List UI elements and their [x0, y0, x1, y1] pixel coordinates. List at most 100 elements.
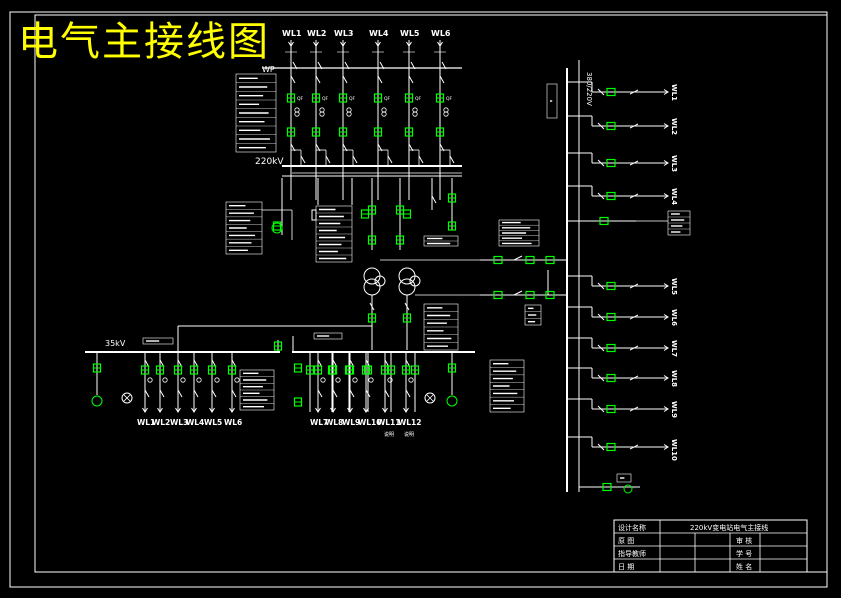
lv-feeder-label: WL9 [670, 401, 678, 418]
tag: QF [384, 96, 391, 102]
mv-line-isolator [317, 389, 323, 398]
tb-student-no: 学 号 [736, 549, 752, 558]
drawing-title: 电气主接线图 [18, 19, 270, 65]
tag: QF [446, 96, 453, 102]
feeder-220-label: WL5 [400, 29, 420, 38]
bus-isolator-2 [352, 155, 358, 164]
lv-feeder-arrow [663, 283, 669, 289]
lv-feeder-label: WL4 [670, 188, 678, 205]
feeder-220-arrow [340, 41, 346, 47]
line-isolator [342, 75, 348, 84]
lv-feeder-label: WL5 [670, 278, 678, 295]
lv-feeder-breaker [606, 281, 616, 291]
hv-info-table [235, 73, 277, 153]
lv-pt-breaker [602, 482, 612, 492]
lv-switch [629, 89, 639, 95]
lv-feeder-arrow [663, 160, 669, 166]
mv-feeder-arrow [191, 407, 197, 413]
lv-isolator [369, 302, 375, 311]
feeder-220-arrow [406, 41, 412, 47]
feeder-220-label: WL3 [334, 29, 354, 38]
mv-line-isolator [144, 389, 150, 398]
mv-feeder-label: WL7 [310, 418, 328, 427]
inner-frame [34, 14, 828, 573]
ct [368, 377, 374, 383]
mv-line-isolator [159, 389, 165, 398]
hv-bus-label: 220kV [255, 157, 284, 167]
mv-feeder-label: WL12 [398, 418, 422, 427]
x-mark [426, 394, 434, 402]
feeder-220-arrow [288, 41, 294, 47]
ct [381, 111, 387, 117]
ct [443, 111, 449, 117]
ss-breaker [525, 255, 535, 265]
tag: QF [322, 96, 329, 102]
ss-breaker-2 [545, 255, 555, 265]
ct [294, 107, 300, 113]
mv-feeder-arrow [229, 407, 235, 413]
ss-breaker [525, 290, 535, 300]
line-isolator [290, 75, 296, 84]
lv-switch [629, 193, 639, 199]
mv-feeder-arrow [315, 407, 321, 413]
lv-breaker-mark [597, 313, 605, 321]
bypass-isolator [441, 61, 447, 70]
ss-breaker [493, 290, 503, 300]
ct [335, 377, 341, 383]
note: 说明 [404, 431, 414, 438]
mv-feeder-arrow [330, 407, 336, 413]
tag: QF [297, 96, 304, 102]
lv-feeder-arrow [663, 345, 669, 351]
mv-feeder-label: WL10 [358, 418, 382, 427]
ct [319, 107, 325, 113]
bus-isolator-2 [325, 155, 331, 164]
ct [352, 377, 358, 383]
mv-line-isolator [177, 389, 183, 398]
ct [320, 377, 326, 383]
lv-special-breaker [599, 216, 609, 226]
tag: QF [349, 96, 356, 102]
lv-feeder-label: WL2 [670, 118, 678, 135]
lv-feeder-arrow [663, 193, 669, 199]
line-isolator [377, 75, 383, 84]
ss-isolator [513, 255, 523, 261]
mv-line-isolator [384, 389, 390, 398]
mv-feeder-arrow [209, 407, 215, 413]
tertiary-winding [409, 275, 421, 287]
bay-pt [446, 395, 458, 407]
lv-isolator [404, 302, 410, 311]
bypass-isolator [410, 61, 416, 70]
tb-original: 原 图 [618, 537, 634, 545]
bus-isolator-2 [387, 155, 393, 164]
tie-table [313, 332, 343, 340]
lv-breaker-mark [597, 159, 605, 167]
main-transformer-winding [363, 278, 381, 296]
ct [162, 377, 168, 383]
lv-feeder-label: WL6 [670, 309, 678, 326]
mv-feeder-arrow [175, 407, 181, 413]
ct [214, 377, 220, 383]
component-layer [91, 41, 669, 494]
ct [443, 107, 449, 113]
feeder-220-label: WL6 [431, 29, 451, 38]
tertiary-winding [374, 275, 386, 287]
mv-feeder-label: WL3 [170, 418, 188, 427]
mv-feeder-arrow [363, 407, 369, 413]
tb-name: 姓 名 [736, 562, 752, 571]
ct [294, 111, 300, 117]
feeder-220-label: WL2 [307, 29, 327, 38]
ct [234, 377, 240, 383]
lv-breaker-mark [597, 405, 605, 413]
note: 说明 [384, 431, 394, 438]
lv-feeder-breaker [606, 191, 616, 201]
lv-feeder-arrow [663, 123, 669, 129]
ss-table [498, 219, 540, 247]
ct [346, 111, 352, 117]
mv-line-isolator [231, 389, 237, 398]
pt-symbol [271, 222, 283, 234]
feeder-220-arrow [375, 41, 381, 47]
lv-pt-table [616, 473, 632, 483]
lv-feeder-breaker [606, 121, 616, 131]
ct [387, 377, 393, 383]
